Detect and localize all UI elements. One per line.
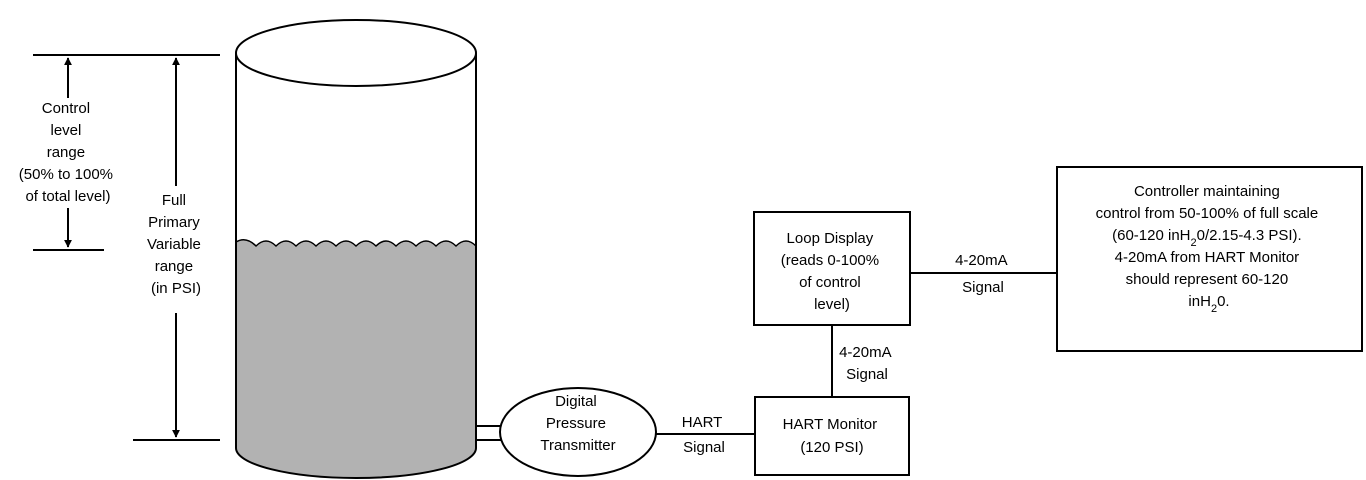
transmitter-ellipse — [499, 387, 657, 477]
control-range-label: Control level range (50% to 100% of tota… — [19, 100, 117, 205]
display-controller-signal-label: 4-20mA Signal — [955, 252, 1011, 296]
loop-display-label: Loop Display (reads 0-100% of control le… — [781, 230, 884, 313]
tank-top — [235, 19, 477, 87]
pressure-port — [476, 425, 502, 441]
hart-monitor-box — [754, 396, 910, 476]
tank-bottom — [235, 447, 477, 479]
full-range-label: Full Primary Variable range (in PSI) — [147, 192, 205, 297]
transmitter-label: Digital Pressure Transmitter — [540, 393, 615, 454]
monitor-display-signal-label: 4-20mA Signal — [839, 344, 895, 383]
controller-box — [1056, 166, 1363, 352]
hart-signal-label: HART Signal — [682, 414, 726, 456]
controller-label: Controller maintaining control from 50-1… — [1096, 183, 1323, 315]
loop-display-box — [753, 211, 911, 326]
liquid-surface — [235, 239, 477, 248]
tank — [235, 19, 477, 479]
range-lines — [33, 54, 220, 441]
tank-liquid — [236, 239, 476, 478]
hart-monitor-label: HART Monitor (120 PSI) — [783, 416, 882, 456]
